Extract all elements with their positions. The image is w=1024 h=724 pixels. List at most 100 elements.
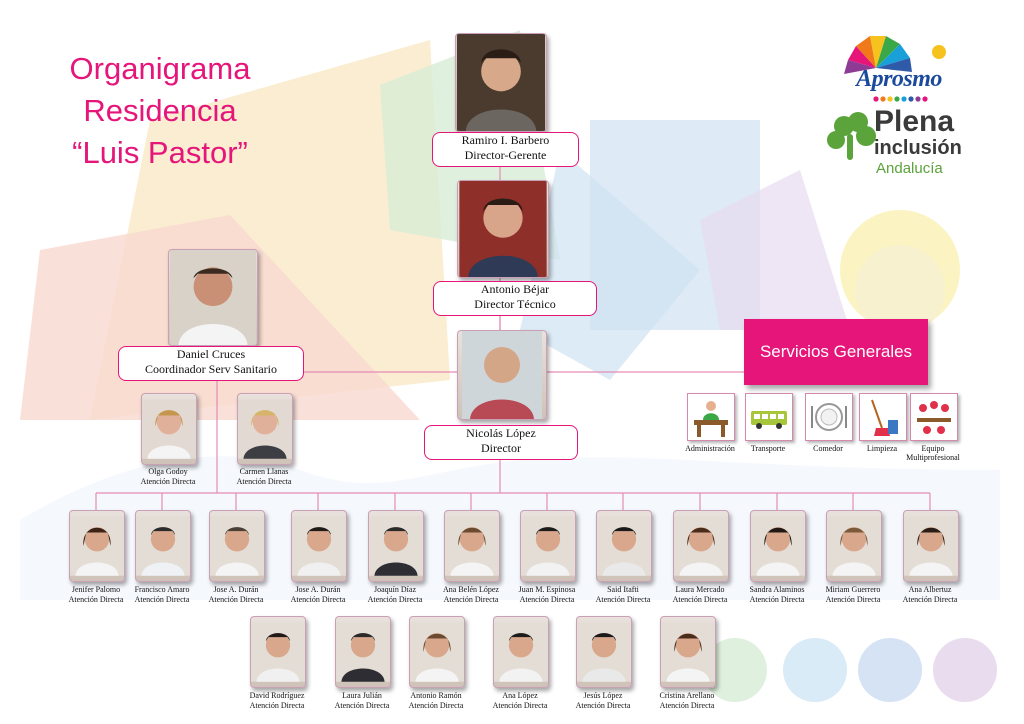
staff_row1-name-11: Miriam Guerrero bbox=[825, 585, 881, 594]
role-box-director: Nicolás López Director bbox=[424, 425, 578, 460]
staff_row1-role-5: Atención Directa bbox=[367, 594, 423, 604]
title-line-2: Residencia bbox=[83, 93, 237, 128]
servicio-label-3: Comedor bbox=[813, 444, 843, 453]
page-title: Organigrama Residencia “Luis Pastor” bbox=[30, 48, 290, 174]
label-sanitario-1: Olga Godoy Atención Directa bbox=[118, 467, 218, 486]
staff_row1-photo-12 bbox=[903, 510, 959, 582]
servicio-label-5-line1: Equipo bbox=[921, 444, 945, 453]
staff_row1-role-11: Atención Directa bbox=[825, 594, 881, 604]
staff_row1-photo-8 bbox=[596, 510, 652, 582]
staff_row1-role-7: Atención Directa bbox=[519, 594, 575, 604]
photo-director-gerente bbox=[455, 33, 547, 132]
office-desk-icon bbox=[687, 393, 735, 441]
staff_row2-role-6: Atención Directa bbox=[659, 700, 715, 710]
photo-director bbox=[457, 330, 547, 420]
servicio-label-4: Limpieza bbox=[866, 444, 898, 453]
staff_row1-role-3: Atención Directa bbox=[208, 594, 264, 604]
staff_row1-photo-4 bbox=[291, 510, 347, 582]
label-sanitario-2: Carmen Llanas Atención Directa bbox=[214, 467, 314, 486]
servicio-label-5-line2: Multiprofesional bbox=[906, 453, 960, 462]
photo-director-tecnico bbox=[457, 180, 549, 278]
title-line-3: “Luis Pastor” bbox=[72, 135, 248, 170]
name-director-gerente: Ramiro I. Barbero bbox=[461, 133, 550, 147]
plena-logo-text-2: inclusión bbox=[874, 137, 962, 159]
staff_row2-photo-5 bbox=[576, 616, 632, 688]
staff_row2-name-2: Laura Julián bbox=[342, 691, 382, 700]
staff_row2-photo-4 bbox=[493, 616, 549, 688]
staff_row1-name-2: Francisco Amaro bbox=[134, 585, 190, 594]
servicio-label-1: Administración bbox=[685, 444, 735, 453]
staff_row1-role-2: Atención Directa bbox=[134, 594, 190, 604]
staff_row1-photo-1 bbox=[69, 510, 125, 582]
plena-logo-text-1: Plena bbox=[874, 105, 955, 138]
team-icon bbox=[910, 393, 958, 441]
photo-sanitario-1 bbox=[141, 393, 197, 465]
staff_row1-photo-9 bbox=[673, 510, 729, 582]
role-box-coordinador: Daniel Cruces Coordinador Serv Sanitario bbox=[118, 346, 304, 381]
photo-sanitario-2 bbox=[237, 393, 293, 465]
role-box-director-gerente: Ramiro I. Barbero Director-Gerente bbox=[432, 132, 579, 167]
staff_row1-name-5: Joaquín Díaz bbox=[374, 585, 416, 594]
staff_row1-name-9: Laura Mercado bbox=[675, 585, 725, 594]
staff_row1-photo-11 bbox=[826, 510, 882, 582]
role-sanitario-1: Atención Directa bbox=[140, 476, 196, 486]
name-director-tecnico: Antonio Béjar bbox=[480, 282, 550, 296]
role-box-director-tecnico: Antonio Béjar Director Técnico bbox=[433, 281, 597, 316]
servicios-generales-box: Servicios Generales bbox=[744, 319, 928, 385]
staff_row1-photo-2 bbox=[135, 510, 191, 582]
bus-icon bbox=[745, 393, 793, 441]
staff_row1-role-6: Atención Directa bbox=[443, 594, 499, 604]
staff_row2-role-2: Atención Directa bbox=[334, 700, 390, 710]
name-director: Nicolás López bbox=[466, 426, 536, 440]
staff_row1-name-7: Juan M. Espinosa bbox=[518, 585, 576, 594]
staff_row2-role-3: Atención Directa bbox=[408, 700, 464, 710]
plena-logo-text-3: Andalucía bbox=[876, 160, 943, 177]
staff_row1-role-8: Atención Directa bbox=[595, 594, 651, 604]
staff_row2-photo-6 bbox=[660, 616, 716, 688]
staff_row1-role-1: Atención Directa bbox=[68, 594, 124, 604]
staff_row1-name-8: Said Itafti bbox=[607, 585, 639, 594]
staff_row2-name-5: Jesús López bbox=[583, 691, 623, 700]
staff_row1-name-6: Ana Belén López bbox=[443, 585, 499, 594]
servicio-label-5: Equipo Multiprofesional bbox=[893, 444, 973, 462]
staff_row1-photo-3 bbox=[209, 510, 265, 582]
staff_row2-photo-3 bbox=[409, 616, 465, 688]
staff_row2-name-1: David Rodríguez bbox=[249, 691, 305, 700]
staff_row2-role-1: Atención Directa bbox=[249, 700, 305, 710]
name-coordinador: Daniel Cruces bbox=[176, 347, 246, 361]
role-director-tecnico: Director Técnico bbox=[474, 297, 556, 311]
staff_row2-name-6: Cristina Arellano bbox=[659, 691, 715, 700]
staff_row2-photo-1 bbox=[250, 616, 306, 688]
staff_row1-name-10: Sandra Alaminos bbox=[749, 585, 805, 594]
servicio-label-2: Transporte bbox=[750, 444, 786, 453]
staff_row2-name-4: Ana López bbox=[502, 691, 538, 700]
staff_row1-photo-7 bbox=[520, 510, 576, 582]
cleaning-icon bbox=[859, 393, 907, 441]
staff_row1-photo-5 bbox=[368, 510, 424, 582]
staff_row1-photo-10 bbox=[750, 510, 806, 582]
role-sanitario-2: Atención Directa bbox=[236, 476, 292, 486]
staff_row1-name-3: Jose A. Durán bbox=[213, 585, 259, 594]
staff_row1-role-9: Atención Directa bbox=[672, 594, 728, 604]
name-sanitario-1: Olga Godoy bbox=[148, 467, 188, 476]
staff_row1-photo-6 bbox=[444, 510, 500, 582]
staff_row1-name-4: Jose A. Durán bbox=[295, 585, 341, 594]
plate-cutlery-icon bbox=[805, 393, 853, 441]
